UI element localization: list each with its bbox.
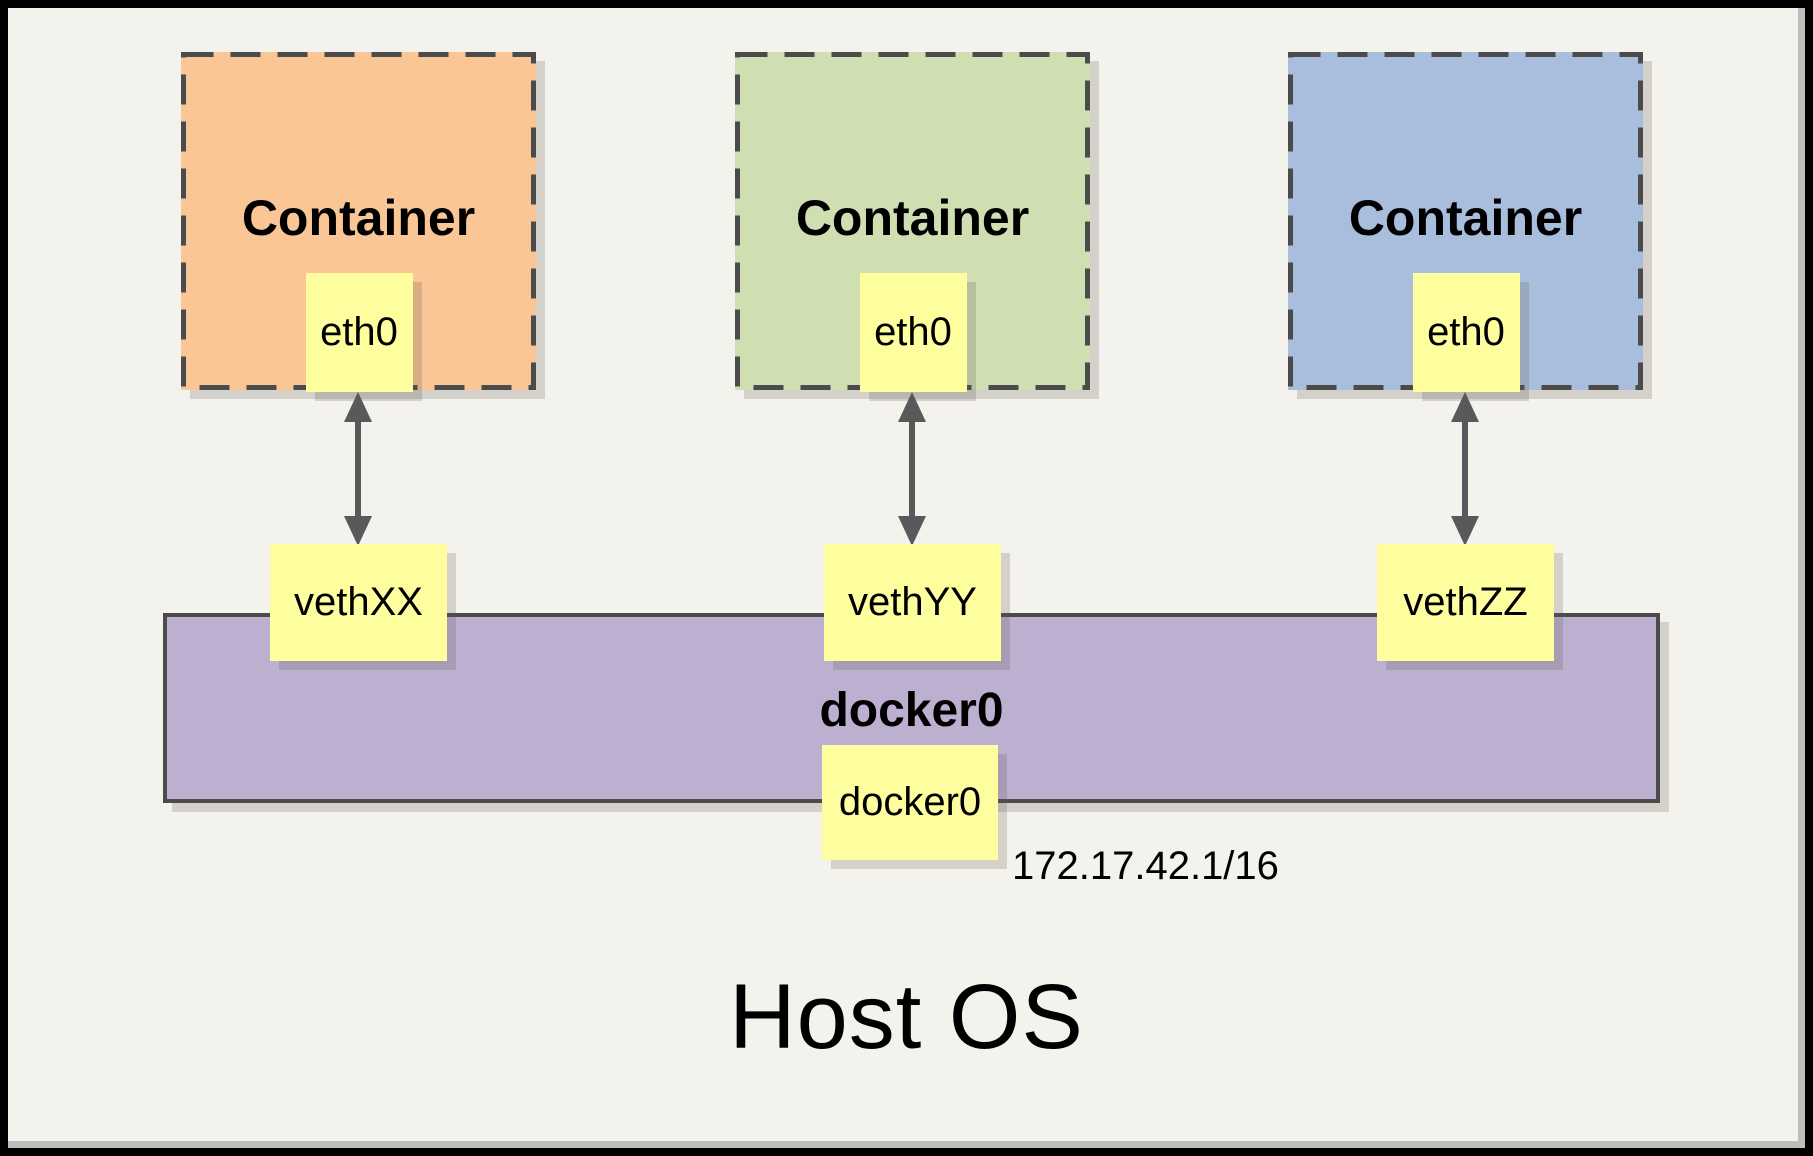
docker0-bridge-label: docker0	[819, 684, 1004, 737]
container-2-title: Container	[795, 190, 1030, 246]
container-1-title: Container	[241, 190, 476, 246]
container-box-1: Container eth0	[181, 52, 536, 392]
container-3-eth0-chip: eth0	[1412, 273, 1520, 392]
container-2-eth0-chip: eth0	[859, 273, 967, 392]
veth-arrow-3	[1451, 392, 1479, 546]
diagram-canvas: Container eth0 Container eth0 Container …	[8, 8, 1805, 1148]
host-os-title: Host OS	[729, 966, 1084, 1068]
veth-arrow-1	[344, 392, 372, 546]
container-box-3: Container eth0	[1288, 52, 1643, 392]
docker0-ip-address: 172.17.42.1/16	[1012, 844, 1279, 888]
container-1-eth0-chip: eth0	[305, 273, 413, 392]
docker0-interface-chip: docker0	[822, 745, 998, 860]
vethyy-chip: vethYY	[824, 544, 1001, 661]
vethzz-chip: vethZZ	[1377, 544, 1554, 661]
container-3-title: Container	[1348, 190, 1583, 246]
vethxx-chip: vethXX	[270, 544, 447, 661]
veth-arrow-2	[898, 392, 926, 546]
container-box-2: Container eth0	[735, 52, 1090, 392]
